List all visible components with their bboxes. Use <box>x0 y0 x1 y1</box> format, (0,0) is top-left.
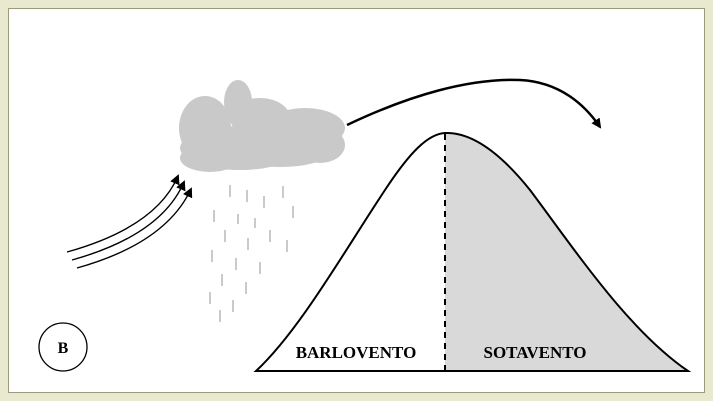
rain-icon <box>209 185 294 322</box>
windward-label: BARLOVENTO <box>296 343 417 362</box>
panel-marker-circle <box>38 322 88 372</box>
wind-arrows-icon <box>66 174 193 269</box>
airflow-arrow-icon <box>346 78 602 129</box>
leeward-label: SOTAVENTO <box>484 343 587 362</box>
panel-marker-label: B <box>58 340 69 357</box>
leeward-slope-fill <box>445 132 688 371</box>
cloud-icon <box>179 80 345 172</box>
mountain-outline <box>253 131 692 372</box>
